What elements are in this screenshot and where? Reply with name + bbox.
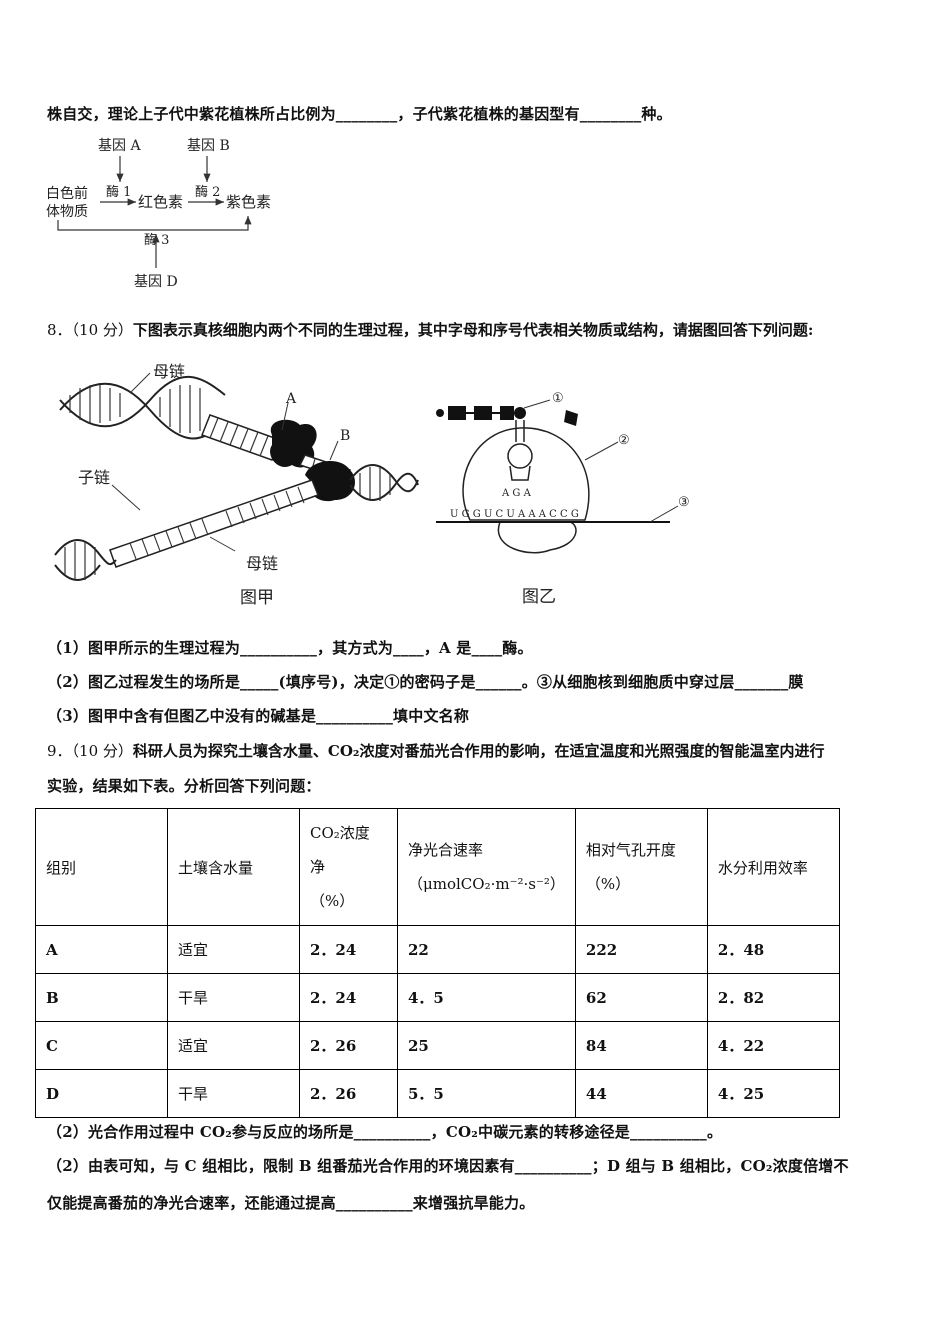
question-8-stem: 8．（10 分）下图表示真核细胞内两个不同的生理过程，其中字母和序号代表相关物质… <box>47 319 813 340</box>
table-row: C 适宜 2．26 25 84 4．22 <box>35 1021 840 1070</box>
header-line: （%） <box>585 875 631 893</box>
table-cell: 2．82 <box>706 973 840 1022</box>
q9-sub2-line2: 仅能提高番茄的净光合速率，还能通过提高__________来增强抗旱能力。 <box>47 1194 535 1212</box>
pigment-pathway-diagram: 基因 A 基因 B 白色前 体物质 酶 1 红色素 酶 2 紫色素 酶 3 基因… <box>46 137 271 290</box>
label-3: ③ <box>678 495 690 510</box>
header-line: （%） <box>310 892 355 910</box>
enzyme-2-label: 酶 2 <box>195 184 220 200</box>
gene-d-label: 基因 D <box>134 273 178 290</box>
q8-sub2: （2）图乙过程发生的场所是_____(填序号)，决定①的密码子是______。③… <box>47 673 804 691</box>
header-line: （μmolCO₂·m⁻²·s⁻²） <box>408 875 565 893</box>
table-cell: 适宜 <box>167 1021 300 1070</box>
daughter-strand-label: 子链 <box>78 468 110 487</box>
question-number: 9． <box>47 742 72 760</box>
gene-b-label: 基因 B <box>187 137 230 154</box>
label-a: A <box>285 391 297 407</box>
header-line: 相对气孔开度 <box>585 841 676 859</box>
question-text: 科研人员为探究土壤含水量、CO₂浓度对番茄光合作用的影响，在适宜温度和光照强度的… <box>132 742 825 760</box>
table-cell: D <box>35 1069 168 1118</box>
table-cell: 2．24 <box>299 925 398 974</box>
table-cell: 22 <box>397 925 576 974</box>
table-row: B 干旱 2．24 4．5 62 2．82 <box>35 973 840 1022</box>
table-cell: C <box>35 1021 168 1070</box>
table-header-row: 组别 土壤含水量 CO₂浓度 净 （%） 净光合速率 （μmolCO₂·m⁻²·… <box>35 808 840 926</box>
table-cell: 干旱 <box>167 973 300 1022</box>
table-cell: 62 <box>574 973 708 1022</box>
q8-sub3: （3）图甲中含有但图乙中没有的碱基是__________填中文名称 <box>47 707 470 725</box>
table-cell: 44 <box>574 1069 708 1118</box>
table-cell: 84 <box>574 1021 708 1070</box>
mother-strand-bottom-label: 母链 <box>246 554 278 573</box>
question-number: 8． <box>47 321 72 339</box>
figure-jia-dna-replication: 母链 A B 子链 母链 图甲 <box>54 362 419 608</box>
mother-strand-top-label: 母链 <box>153 362 185 381</box>
white-precursor-line1: 白色前 <box>46 185 88 202</box>
table-cell: 5．5 <box>397 1069 576 1118</box>
figure-yi-translation: A G A U G G U C U A A A C C G ① ② ③ 图乙 <box>436 391 690 607</box>
enzyme-3-label: 酶 3 <box>144 232 169 248</box>
gene-a-label: 基因 A <box>98 137 141 154</box>
table-header-cell: CO₂浓度 净 （%） <box>299 808 398 926</box>
table-cell: 2．24 <box>299 973 398 1022</box>
label-2: ② <box>618 433 630 448</box>
red-pigment-label: 红色素 <box>138 193 183 211</box>
q9-sub1: （2）光合作用过程中 CO₂参与反应的场所是__________，CO₂中碳元素… <box>47 1123 723 1141</box>
table-cell: 2．48 <box>706 925 840 974</box>
table-cell: 4．22 <box>706 1021 840 1070</box>
q8-sub1: （1）图甲所示的生理过程为__________，其方式为____，A 是____… <box>47 639 533 657</box>
question-score: （10 分） <box>71 321 133 339</box>
q7-continuation: 株自交，理论上子代中紫花植株所占比例为________，子代紫花植株的基因型有_… <box>47 105 672 123</box>
table-cell: 25 <box>397 1021 576 1070</box>
table-cell: B <box>35 973 168 1022</box>
q9-sub2-line1: （2）由表可知，与 C 组相比，限制 B 组番茄光合作用的环境因素有______… <box>47 1157 849 1175</box>
question-score: （10 分） <box>71 742 133 760</box>
header-line: 净 <box>310 858 326 876</box>
table-row: D 干旱 2．26 5．5 44 4．25 <box>35 1069 840 1118</box>
mrna-sequence: U G G U C U A A A C C G <box>450 509 579 520</box>
question-text: 下图表示真核细胞内两个不同的生理过程，其中字母和序号代表相关物质或结构，请据图回… <box>132 321 814 339</box>
table-header-cell: 净光合速率 （μmolCO₂·m⁻²·s⁻²） <box>397 808 576 926</box>
table-cell: 2．26 <box>299 1069 398 1118</box>
header-line: 净光合速率 <box>408 841 484 859</box>
table-cell: 4．5 <box>397 973 576 1022</box>
table-header-cell: 相对气孔开度 （%） <box>574 808 708 926</box>
table-cell: 222 <box>574 925 708 974</box>
label-1: ① <box>552 391 564 406</box>
figure-yi-caption: 图乙 <box>522 587 556 607</box>
table-header-cell: 土壤含水量 <box>167 808 300 926</box>
table-cell: 干旱 <box>167 1069 300 1118</box>
question-9-stem-line1: 9．（10 分）科研人员为探究土壤含水量、CO₂浓度对番茄光合作用的影响，在适宜… <box>47 740 825 761</box>
table-cell: 2．26 <box>299 1021 398 1070</box>
purple-pigment-label: 紫色素 <box>226 193 271 211</box>
table-header-cell: 水分利用效率 <box>706 808 840 926</box>
white-precursor-line2: 体物质 <box>46 204 88 220</box>
results-table: 组别 土壤含水量 CO₂浓度 净 （%） 净光合速率 （μmolCO₂·m⁻²·… <box>35 808 840 1118</box>
anticodon-label: A G A <box>501 488 532 499</box>
table-cell: 适宜 <box>167 925 300 974</box>
question-9-stem-line2: 实验，结果如下表。分析回答下列问题： <box>47 777 321 795</box>
header-line: CO₂浓度 <box>310 824 370 842</box>
figure-jia-caption: 图甲 <box>240 588 274 608</box>
table-cell: A <box>35 925 168 974</box>
label-b: B <box>340 428 350 444</box>
enzyme-1-label: 酶 1 <box>106 184 131 200</box>
table-cell: 4．25 <box>706 1069 840 1118</box>
table-row: A 适宜 2．24 22 222 2．48 <box>35 925 840 974</box>
table-header-cell: 组别 <box>35 808 168 926</box>
